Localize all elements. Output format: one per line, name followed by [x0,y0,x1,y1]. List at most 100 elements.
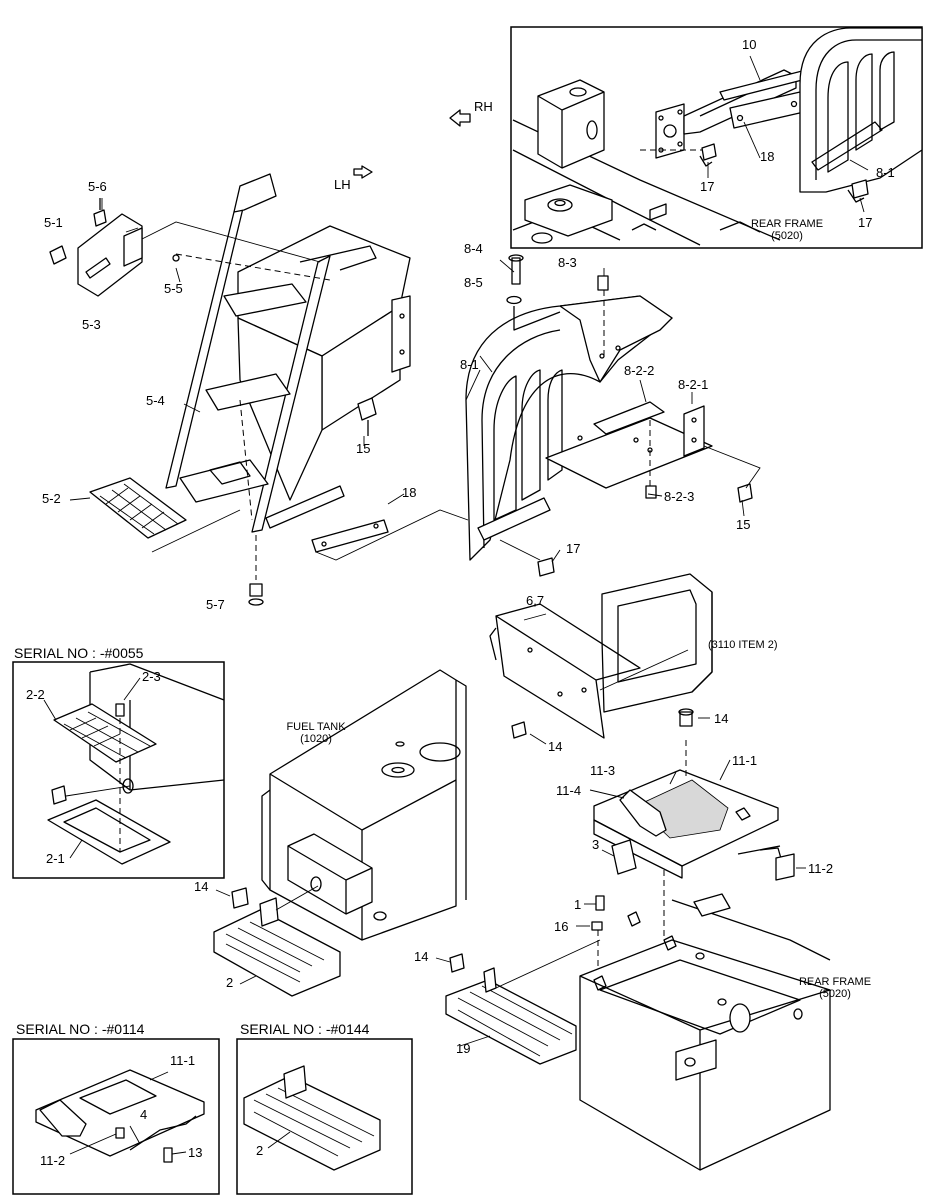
label-15-step: 15 [356,441,371,456]
label-fuel-tank-code: (1020) [300,733,332,745]
label-rh: RH [474,99,493,114]
fuel-tank-cap [381,762,415,778]
label-11-3: 11-3 [590,763,616,778]
bracket-plate-hole [663,124,677,138]
fender-inset-slot3 [879,51,895,131]
screw-5-6 [93,209,107,227]
label-5-5: 5-5 [164,281,183,296]
serial-0114-inset [12,1038,220,1195]
label-2-2: 2-2 [26,687,45,702]
frame-block-hole [569,87,587,97]
fender-inner-line [481,329,561,549]
label-18-inset: 18 [760,149,775,164]
fuel-tank-flange [419,742,461,762]
fender-inset-slot1 [827,61,849,173]
label-5-6: 5-6 [88,179,107,194]
label-14-panel: 14 [548,739,563,754]
label-lh: LH [334,177,351,192]
label-8-2-1: 8-2-1 [678,377,709,392]
label-11-1b: 11-1 [170,1053,196,1068]
step-mount-plate [391,295,411,373]
label-serial-0055: SERIAL NO : -#0055 [14,645,144,661]
label-rear-frame-top: REAR FRAME [750,218,824,230]
part-3110-opening [617,589,697,683]
step-tread-2 [205,373,291,411]
label-8-1: 8-1 [460,357,479,372]
washer-8-5 [506,295,522,305]
fender-slot-3 [547,369,563,481]
label-5-2: 5-2 [42,491,61,506]
label-5-4: 5-4 [146,393,165,408]
screw-5-5 [172,254,180,262]
bolt-8-3 [597,275,609,291]
frame-boss-hole [554,199,566,207]
label-3110-item: (3110 ITEM 2) [708,639,778,651]
label-5-1: 5-1 [44,215,63,230]
connector-11-2 [775,853,795,881]
label-fuel-tank: FUEL TANK [286,721,346,733]
fuel-tank-mount [287,833,373,915]
label-16: 16 [554,919,569,934]
label-serial-0144: SERIAL NO : -#0144 [240,1021,370,1037]
cover-hinge [123,227,143,267]
label-8-1-inset: 8-1 [876,165,895,180]
serial-0144-inset [236,1038,413,1195]
label-4: 4 [140,1107,148,1122]
frame-tab [649,203,667,221]
rear-frame-inset [510,26,923,249]
label-5-3: 5-3 [82,317,101,332]
fender-inset [799,27,923,193]
frame-small-parts [631,221,761,233]
label-11-1: 11-1 [732,753,758,768]
label-8-2-2: 8-2-2 [624,363,655,378]
label-17-fender: 17 [566,541,581,556]
plate-18-step [311,519,389,553]
seat-handle-11-4 [619,789,667,837]
bracket-8-2-2 [593,401,665,435]
frame-block [537,79,605,169]
nut-16 [591,921,603,931]
step-19-bracket [483,967,497,993]
label-6-7: 6,7 [526,593,545,608]
bolt-14-step19 [449,953,465,973]
bolt-17-fender [537,557,555,577]
lh-arrow-icon [353,165,373,179]
label-rear-frame-bottom: REAR FRAME [798,976,872,988]
bolt-5-7 [249,583,263,597]
step-rail-right [251,255,331,533]
label-3: 3 [592,837,600,852]
fender-inset-slot2 [855,53,873,151]
label-2-3: 2-3 [142,669,161,684]
fender-slot-2 [521,369,541,501]
label-2b: 2 [256,1143,264,1158]
label-10: 10 [742,37,757,52]
bracket-8-2-1 [683,405,705,457]
cable-4 [129,1115,197,1151]
panel-assembly [489,573,713,739]
bolt-14-step2 [231,887,249,909]
frame-beam-lower [512,149,701,246]
step-2b [243,1075,381,1171]
label-8-3: 8-3 [558,255,577,270]
panel-6-7-edge [495,603,641,681]
label-8-2-3: 8-2-3 [664,489,695,504]
bolt-2-1 [51,785,67,805]
bolt-13 [163,1147,173,1163]
serial-0055-inset [12,661,225,879]
label-1: 1 [574,897,582,912]
bolt-8-2-3 [645,485,657,499]
label-2-1: 2-1 [46,851,65,866]
label-14-step2: 14 [194,879,209,894]
fender-slot-1 [493,375,517,521]
rear-frame-block [693,893,731,917]
step-tread-1 [223,283,307,317]
label-14-seat: 14 [714,711,729,726]
grating-2-2 [53,703,157,763]
bolt-14-panel [511,721,527,739]
bolt-17-inset [701,143,717,161]
label-rear-frame-bottom-code: (5020) [819,988,851,1000]
frame-plate [524,184,613,237]
bolt-17-fender-inset [851,179,869,199]
bolt-15-step [357,397,377,421]
